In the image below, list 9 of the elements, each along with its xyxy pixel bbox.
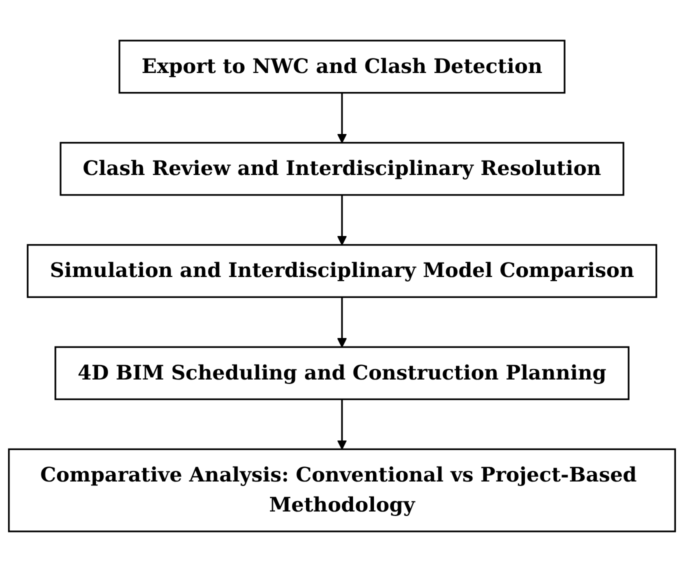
node-box: Comparative Analysis: Conventional vs Project-Based Methodology [8, 448, 676, 532]
arrow [337, 297, 347, 348]
node-box: 4D BIM Scheduling and Construction Planning [54, 346, 630, 400]
node-box: Simulation and Interdisciplinary Model Comparison [26, 244, 658, 298]
node-box: Clash Review and Interdisciplinary Resolution [60, 142, 624, 196]
arrow [337, 92, 347, 144]
node-box: Export to NWC and Clash Detection [118, 40, 566, 94]
arrow [337, 399, 347, 450]
arrow [337, 194, 347, 246]
